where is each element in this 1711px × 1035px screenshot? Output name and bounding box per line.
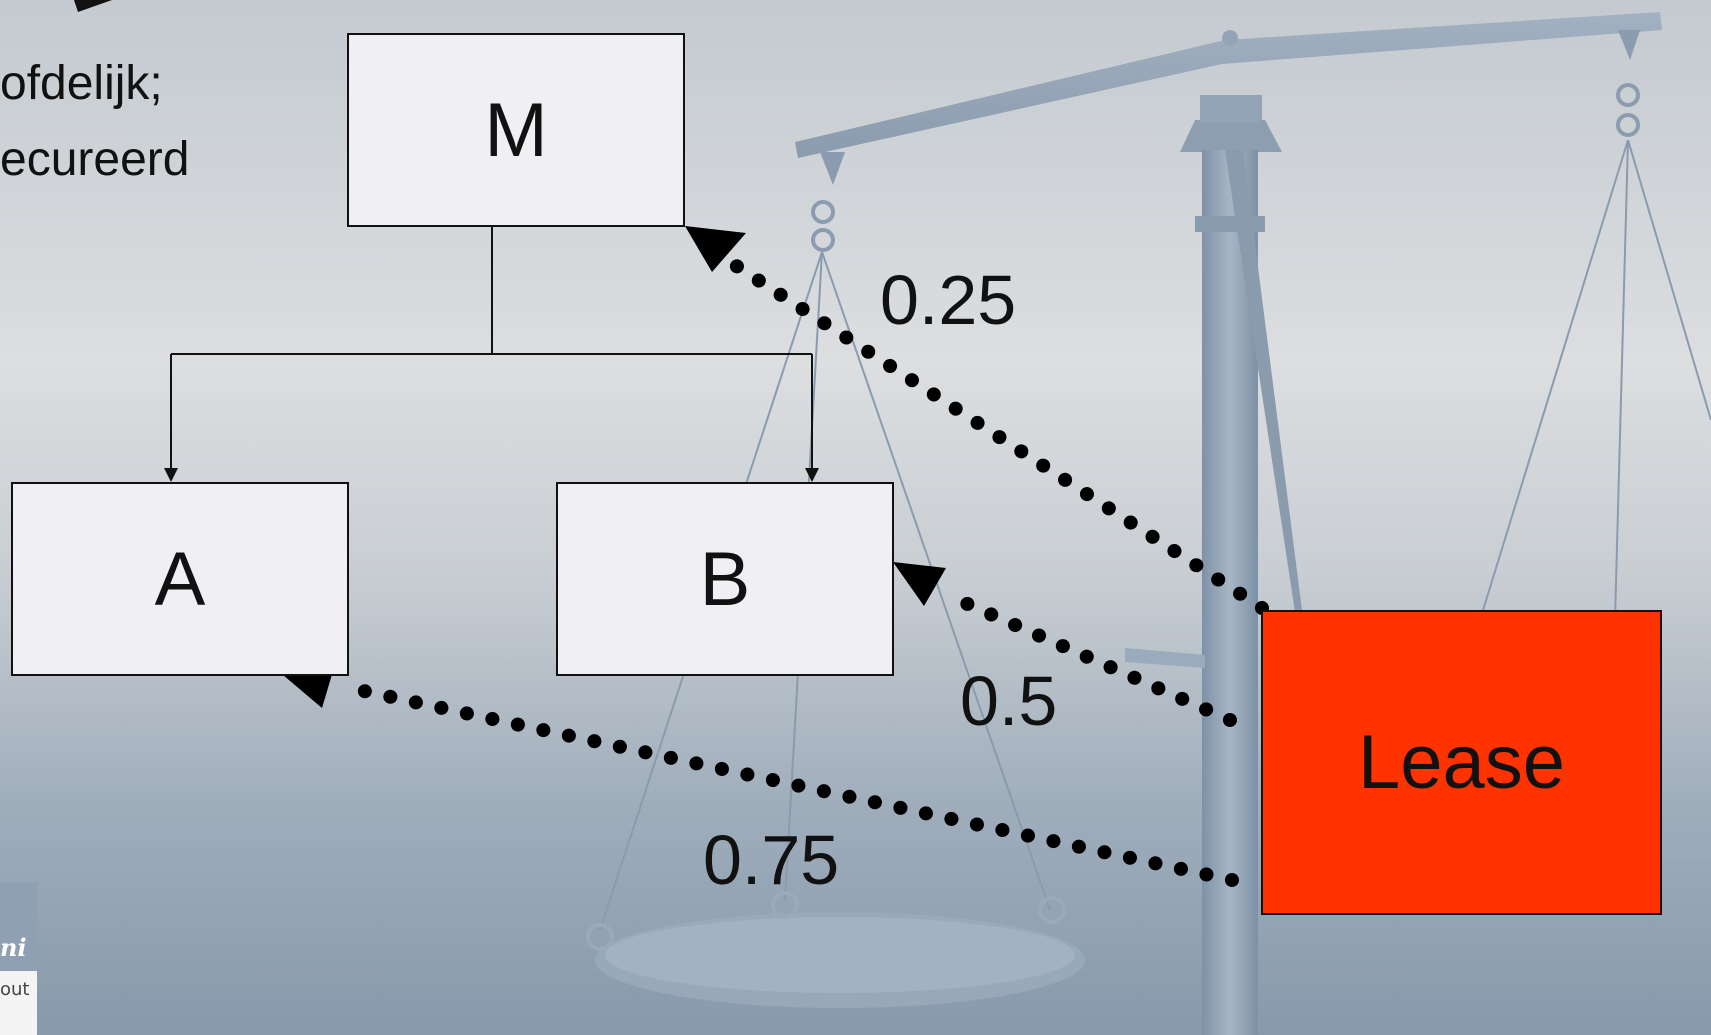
corner-widget-header: ni [0,883,37,971]
tree-lines [170,226,813,472]
edge-lease-to-b [938,587,1237,727]
edge-lease-to-m [711,247,1269,615]
node-a: A [11,482,349,676]
arrowhead-icon [685,226,746,272]
corner-widget-label: ni [0,933,27,962]
edge-weight-lease-m: 0.25 [880,261,1017,339]
arrowhead-icon [74,0,112,12]
corner-widget-text: out [0,979,30,1000]
node-b: B [556,482,894,676]
edge-weight-lease-a: 0.75 [703,821,840,899]
edge-weight-lease-b: 0.5 [960,662,1058,740]
node-m: M [347,33,685,227]
arrowhead-icon [805,468,819,482]
corner-widget: ni out [0,883,37,1035]
node-lease: Lease [1261,610,1662,915]
arrowhead-icon [893,562,946,606]
slide-text-line-1: ofdelijk; [0,57,163,110]
edge-lease-to-a [343,681,1239,887]
slide-text-line-2: ecureerd [0,133,190,186]
corner-widget-body [0,971,37,1035]
arrowhead-icon [164,468,178,482]
